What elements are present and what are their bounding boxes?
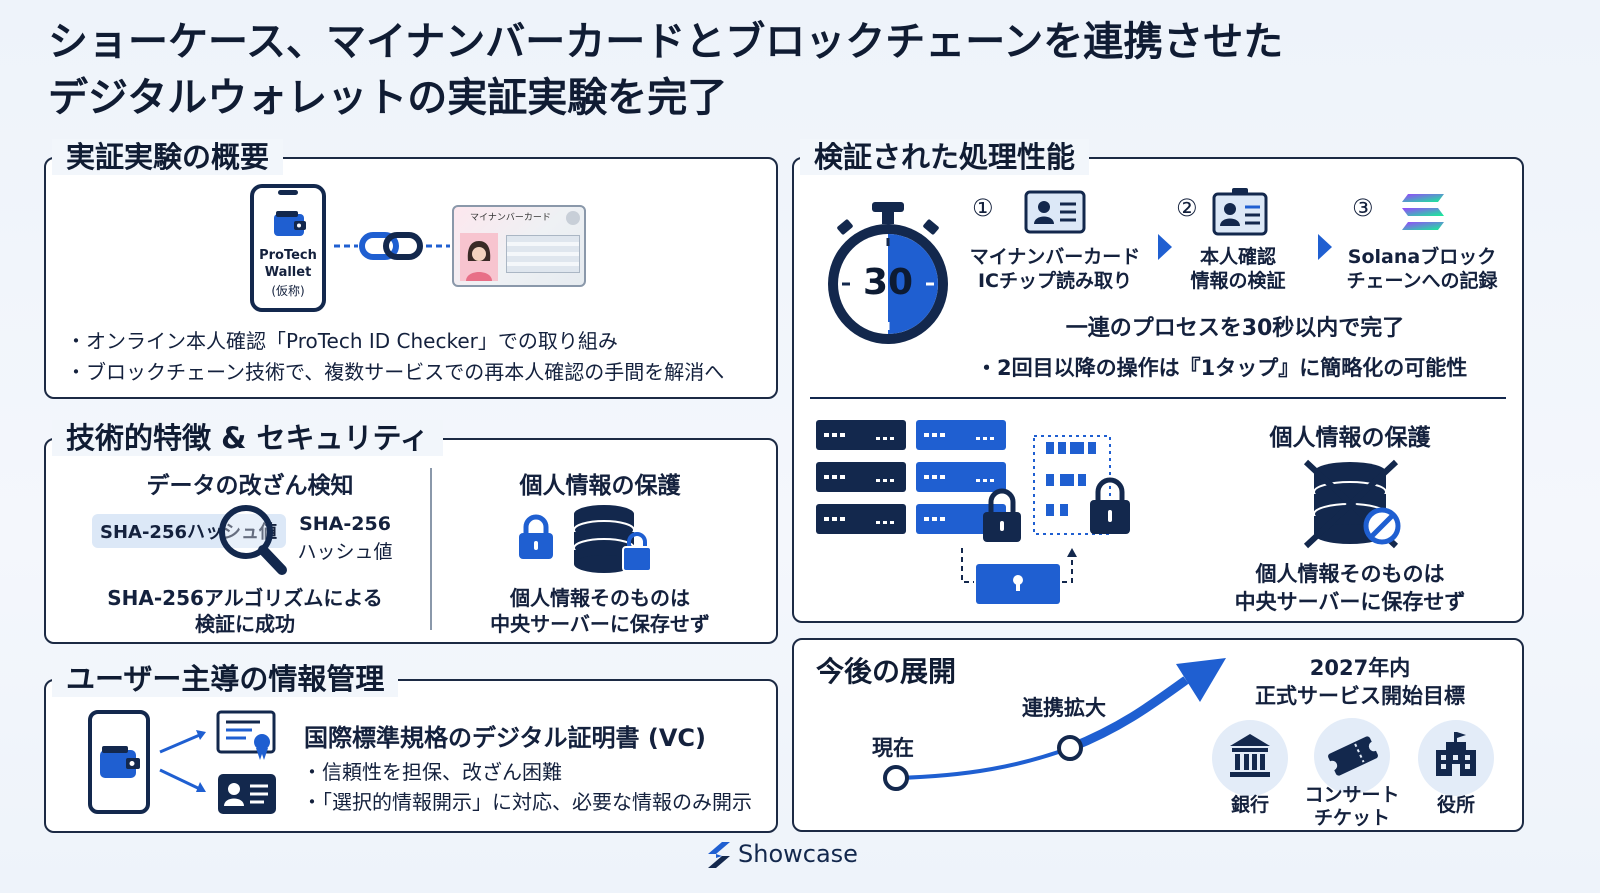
service-government-label: 役所 (1436, 794, 1475, 816)
step-1-line-2: ICチップ読み取り (977, 270, 1132, 292)
user-wallet-icon (100, 746, 140, 778)
step-3-number: ③ (1352, 194, 1374, 222)
step-1-number: ① (972, 194, 994, 222)
id-badge-icon (1212, 188, 1268, 236)
overview-bullet-1: ・オンライン本人確認「ProTech ID Checker」での取り組み (66, 329, 618, 353)
bank-icon (1230, 734, 1270, 777)
user-heading: ユーザー主導の情報管理 (52, 661, 399, 697)
secured-servers-illustration (816, 420, 1130, 604)
overview-panel (44, 157, 778, 399)
wallet-icon (274, 211, 306, 236)
timeline-point-now: 現在 (872, 736, 914, 760)
tech-divider (430, 468, 432, 630)
performance-note: ・2回目以降の操作は『1タップ』に簡略化の可能性 (976, 356, 1468, 380)
id-card-icon (1024, 190, 1086, 234)
ticket-icon (1327, 736, 1379, 776)
step-2-line-2: 情報の検証 (1190, 270, 1286, 292)
share-arrows (159, 730, 206, 792)
card-lines (506, 235, 580, 273)
card-portrait-icon (460, 233, 498, 281)
timer-value: 30 (862, 262, 914, 303)
footer-brand: Showcase (738, 840, 858, 868)
step-3-line-2: チェーンへの記録 (1346, 270, 1498, 292)
growth-trend-arrow (883, 658, 1226, 791)
privacy-desc-left-1: 個人情報そのものは (510, 586, 690, 610)
step-2-line-1: 本人確認 (1199, 246, 1276, 268)
solana-logo-icon (1402, 194, 1444, 230)
future-heading: 今後の展開 (816, 655, 957, 688)
future-panel (792, 638, 1524, 832)
page-title: ショーケース、マイナンバーカードとブロックチェーンを連携させた デジタルウォレッ… (48, 14, 1283, 126)
performance-heading: 検証された処理性能 (800, 139, 1090, 175)
wallet-label-2: Wallet (264, 265, 312, 280)
phone-notch (278, 190, 298, 195)
goal-line-2: 正式サービス開始目標 (1255, 684, 1465, 708)
service-ticket-label-2: チケット (1313, 807, 1390, 829)
hash-chip (92, 514, 286, 548)
wallet-phone: ProTech Wallet (仮称) (250, 184, 326, 312)
padlock-icon (519, 514, 553, 559)
mynumber-card: マイナンバーカード (452, 205, 586, 287)
card-title: マイナンバーカード (470, 213, 551, 223)
tamper-title: データの改ざん検知 (146, 473, 354, 499)
privacy-desc-right-2: 中央サーバーに保存せず (1234, 590, 1466, 614)
showcase-logo-icon (708, 842, 730, 868)
step-1-line-1: マイナンバーカード (969, 246, 1141, 268)
tamper-desc-1: SHA-256アルゴリズムによる (107, 586, 383, 610)
service-bank (1212, 720, 1288, 796)
user-bullet-1: ・信頼性を担保、改ざん困難 (302, 760, 562, 784)
certificate-icon (216, 710, 276, 760)
stopwatch-icon (828, 202, 948, 344)
service-ticket (1314, 718, 1390, 794)
step-arrow-2 (1318, 234, 1332, 260)
title-line-2: デジタルウォレットの実証実験を完了 (48, 75, 728, 121)
overview-heading: 実証実験の概要 (52, 139, 284, 175)
locked-database-icon (573, 505, 652, 573)
step-arrow-1 (1158, 234, 1172, 260)
step-2-number: ② (1176, 194, 1198, 222)
performance-summary: 一連のプロセスを30秒以内で完了 (1065, 316, 1405, 341)
service-bank-label: 銀行 (1230, 794, 1269, 816)
crossed-database-icon (1303, 459, 1401, 549)
service-ticket-label-1: コンサート (1304, 784, 1400, 806)
performance-divider (810, 397, 1506, 399)
id-card-icon (218, 774, 276, 814)
vc-title: 国際標準規格のデジタル証明書 (VC) (304, 724, 706, 752)
government-building-icon (1436, 732, 1476, 776)
card-emblem (566, 211, 580, 225)
title-line-1: ショーケース、マイナンバーカードとブロックチェーンを連携させた (48, 19, 1284, 65)
wallet-label-1: ProTech (259, 248, 317, 263)
privacy-desc-left-2: 中央サーバーに保存せず (490, 612, 710, 636)
hash-label-1: SHA-256 (299, 513, 391, 535)
privacy-title-left: 個人情報の保護 (519, 473, 681, 499)
magnifier-icon (219, 505, 287, 575)
hash-chip-text: SHA-256ハッシュ値 (100, 522, 278, 543)
user-phone (88, 710, 150, 814)
user-bullet-2: ・「選択的情報開示」に対応、必要な情報のみ開示 (302, 790, 752, 814)
wallet-label-3: (仮称) (271, 284, 305, 298)
hash-label-2: ハッシュ値 (297, 541, 393, 563)
step-3-line-1: Solanaブロック (1347, 246, 1497, 268)
timeline-point-expand: 連携拡大 (1022, 696, 1106, 720)
tech-heading: 技術的特徴 & セキュリティ (52, 420, 443, 456)
privacy-desc-right-1: 個人情報そのものは (1255, 562, 1445, 586)
overview-bullet-2: ・ブロックチェーン技術で、複数サービスでの再本人確認の手間を解消へ (66, 360, 725, 384)
user-panel (44, 679, 778, 833)
tamper-desc-2: 検証に成功 (195, 612, 295, 636)
goal-line-1: 2027年内 (1309, 656, 1411, 680)
service-government (1418, 720, 1494, 796)
privacy-title-right: 個人情報の保護 (1269, 425, 1431, 451)
chain-link-icon (334, 232, 450, 260)
